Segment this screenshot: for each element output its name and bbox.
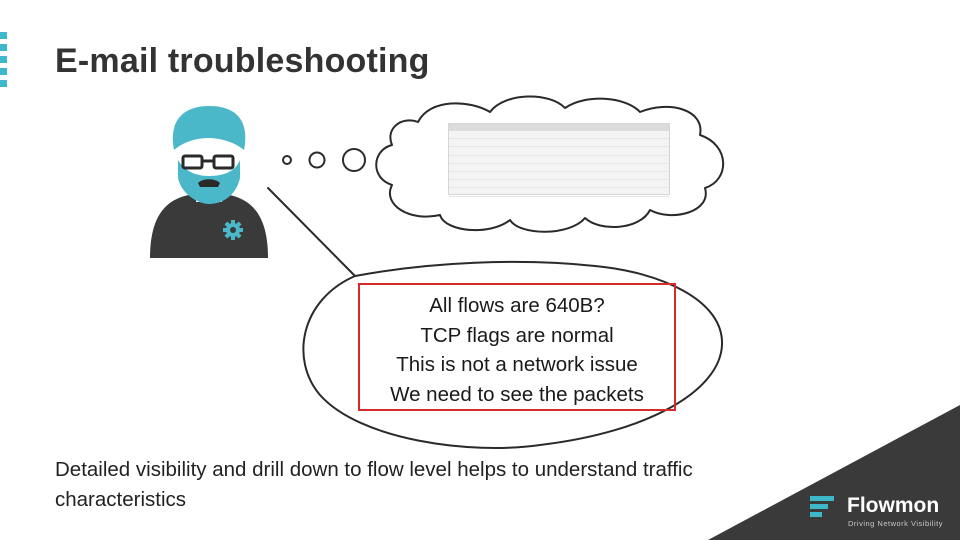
footer-text: Detailed visibility and drill down to fl… — [55, 458, 693, 511]
thought-dot-medium — [308, 151, 326, 169]
left-marker — [0, 32, 8, 92]
speech-line: This is not a network issue — [396, 353, 638, 376]
speech-bubble — [267, 187, 724, 449]
speech-text-box: All flows are 640B? TCP flags are normal… — [358, 283, 676, 411]
gear-icon — [223, 220, 243, 240]
speech-line: TCP flags are normal — [420, 323, 614, 347]
corner-shape — [708, 405, 960, 540]
flowmon-logo-icon — [810, 496, 834, 520]
thought-dot-small — [282, 155, 292, 165]
person-icon — [150, 106, 268, 258]
slide-title: E-mail troubleshooting — [55, 42, 430, 80]
thought-dot-large — [342, 148, 366, 172]
speech-line: We need to see the packets — [390, 382, 644, 406]
speech-line: All flows are 640B? — [429, 294, 605, 317]
brand-name: Flowmon — [847, 494, 940, 517]
flow-table-thumbnail — [448, 123, 670, 197]
brand-tagline: Driving Network Visibility — [848, 519, 943, 528]
